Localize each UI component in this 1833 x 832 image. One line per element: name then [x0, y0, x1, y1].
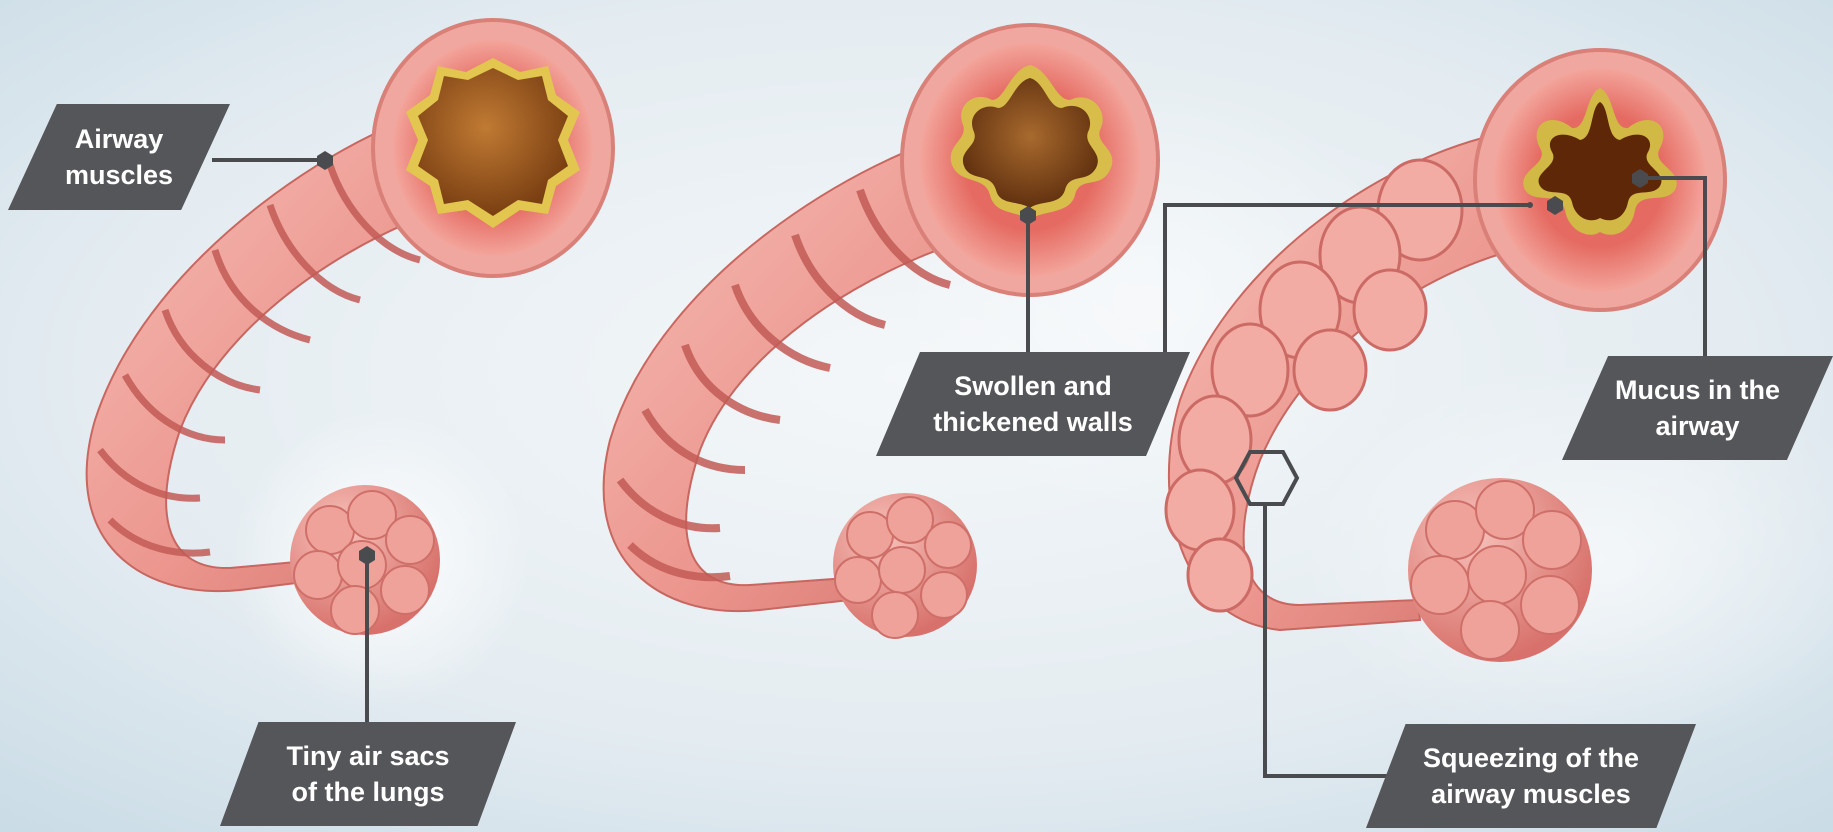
label-air-sacs: Tiny air sacs of the lungs: [220, 722, 516, 826]
label-swollen-walls: Swollen and thickened walls: [876, 352, 1190, 456]
label-swollen-walls-text: Swollen and thickened walls: [933, 368, 1133, 440]
label-squeezing-text: Squeezing of the airway muscles: [1423, 740, 1639, 812]
label-air-sacs-text: Tiny air sacs of the lungs: [286, 738, 449, 810]
label-squeezing: Squeezing of the airway muscles: [1366, 724, 1696, 828]
label-mucus: Mucus in the airway: [1562, 356, 1833, 460]
label-airway-muscles-text: Airway muscles: [65, 121, 173, 193]
label-airway-muscles: Airway muscles: [8, 104, 230, 210]
air-sacs-asthma: [1408, 478, 1592, 662]
label-mucus-text: Mucus in the airway: [1615, 372, 1780, 444]
air-sacs-swollen: [833, 493, 977, 638]
